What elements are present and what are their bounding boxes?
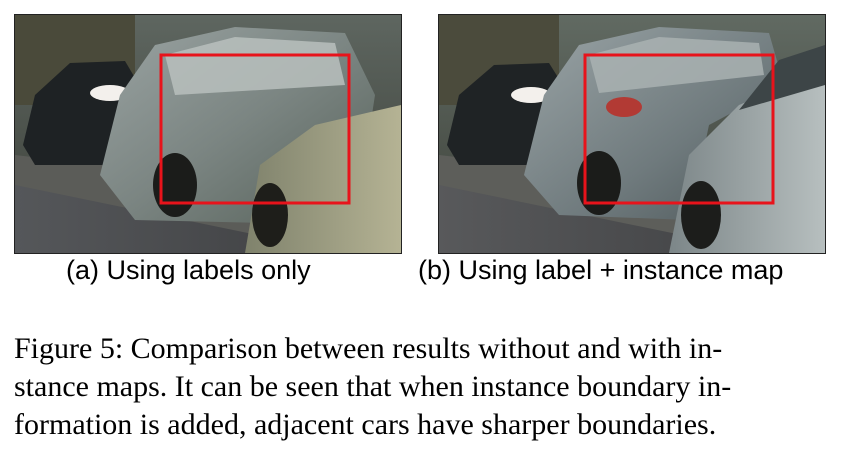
figure-caption: Figure 5: Comparison between results wit… bbox=[14, 330, 840, 444]
caption-line: formation is added, adjacent cars have s… bbox=[14, 408, 717, 441]
caption-line: Figure 5: Comparison between results wit… bbox=[14, 332, 723, 365]
highlight-box bbox=[583, 53, 775, 205]
highlight-box bbox=[159, 53, 351, 205]
near-car-window bbox=[739, 45, 825, 110]
figure-panel-b bbox=[438, 14, 826, 254]
silver-car-wheel bbox=[153, 153, 197, 217]
street-cars-photo-a bbox=[15, 15, 401, 253]
near-car-wheel bbox=[681, 181, 721, 249]
silver-car-wheel bbox=[577, 151, 621, 215]
subcaption-a: (a) Using labels only bbox=[66, 255, 311, 285]
street-cars-photo-b bbox=[439, 15, 825, 253]
silver-car-window bbox=[165, 37, 345, 95]
far-car-taillight bbox=[511, 87, 551, 103]
near-car-wheel bbox=[252, 183, 288, 247]
silver-car-taillight bbox=[606, 97, 642, 117]
silver-car-window bbox=[589, 37, 764, 93]
caption-line: stance maps. It can be seen that when in… bbox=[14, 370, 732, 403]
figure-panel-a bbox=[14, 14, 402, 254]
subcaption-b: (b) Using label + instance map bbox=[418, 255, 784, 285]
